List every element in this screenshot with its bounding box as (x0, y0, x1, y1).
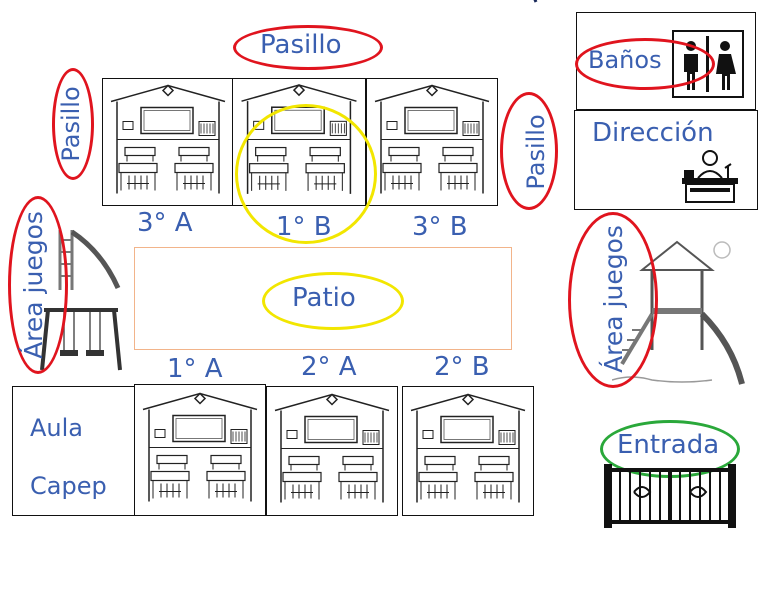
highlight-area-juegos-right (568, 212, 658, 388)
classroom-1a (134, 384, 266, 516)
classroom-label-2a: 2° A (301, 352, 357, 382)
direccion-label: Dirección (592, 118, 714, 148)
classroom-illustration (410, 393, 526, 503)
highlight-pasillo-right (500, 92, 558, 210)
cut-off-title-fragment (240, 0, 560, 6)
capep-label: Capep (30, 472, 107, 500)
direccion-box (574, 110, 758, 210)
entrada-label: Entrada (617, 430, 720, 460)
principal-desk-icon (676, 148, 744, 206)
banos-label: Baños (588, 46, 662, 74)
classroom-2b (402, 386, 534, 516)
classroom-label-1a: 1° A (167, 354, 223, 384)
highlight-area-juegos-left (8, 196, 68, 374)
pasillo-top-label: Pasillo (260, 30, 342, 60)
aula-label: Aula (30, 414, 84, 442)
classroom-illustration (110, 84, 226, 194)
classroom-illustration (274, 393, 390, 503)
classroom-3a (102, 78, 234, 206)
classroom-2a (266, 386, 398, 516)
classroom-label-3b: 3° B (412, 212, 468, 242)
highlight-pasillo-top (233, 25, 383, 70)
classroom-illustration (374, 84, 490, 194)
patio-label: Patio (292, 283, 356, 313)
highlight-banos (575, 38, 715, 90)
classroom-label-1b: 1° B (276, 212, 332, 242)
highlight-pasillo-left (52, 68, 94, 180)
patio-area (134, 247, 512, 350)
highlight-patio (262, 272, 404, 330)
pasillo-left-label: Pasillo (57, 86, 85, 162)
classroom-label-3a: 3° A (137, 208, 193, 238)
classroom-illustration (142, 392, 258, 502)
area-juegos-left-label: Área juegos (19, 211, 48, 359)
highlight-1b (235, 104, 377, 244)
classroom-3b (366, 78, 498, 206)
classroom-label-2b: 2° B (434, 352, 490, 382)
pasillo-right-label: Pasillo (522, 114, 550, 190)
area-juegos-right-label: Área juegos (599, 225, 628, 373)
gate-icon (604, 462, 736, 530)
